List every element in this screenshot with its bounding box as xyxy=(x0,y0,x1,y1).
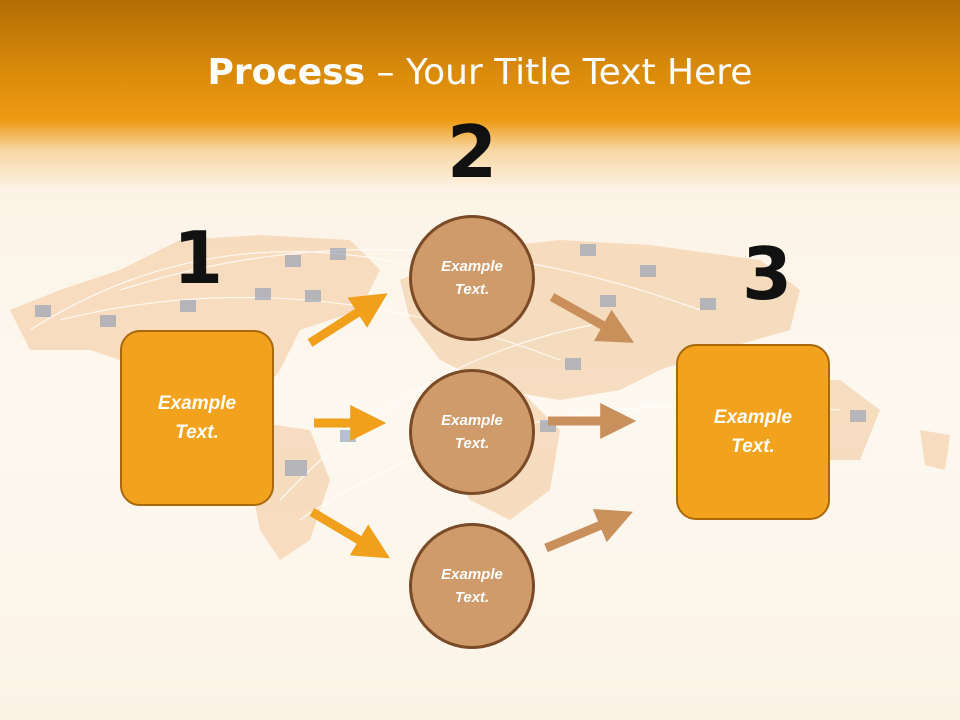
step3-text-line2: Text. xyxy=(731,436,775,457)
circle-top-line1: Example xyxy=(441,258,503,275)
title-rest: – Your Title Text Here xyxy=(365,52,753,93)
step3-text-line1: Example xyxy=(713,407,793,428)
circle-bottom-line1: Example xyxy=(441,566,503,583)
step1-text-line1: Example xyxy=(157,393,237,414)
circle-bottom-line2: Text. xyxy=(454,589,490,606)
slide-title: Process – Your Title Text Here xyxy=(0,52,960,93)
step-number-1: 1 xyxy=(172,216,224,300)
circle-middle-line1: Example xyxy=(441,412,503,429)
arrow-circle-bottom-to-box3 xyxy=(544,509,633,553)
circle-middle-line2: Text. xyxy=(454,435,490,452)
step1-text-line2: Text. xyxy=(175,422,219,443)
step-number-2: 2 xyxy=(446,110,498,194)
step-number-3: 3 xyxy=(741,232,793,316)
arrow-circle-top-to-box3 xyxy=(549,293,635,343)
title-bold: Process xyxy=(207,52,366,93)
arrow-box1-to-circle-bottom xyxy=(309,508,390,559)
arrow-box1-to-circle-top xyxy=(307,293,388,347)
circle-top-line2: Text. xyxy=(454,281,490,298)
